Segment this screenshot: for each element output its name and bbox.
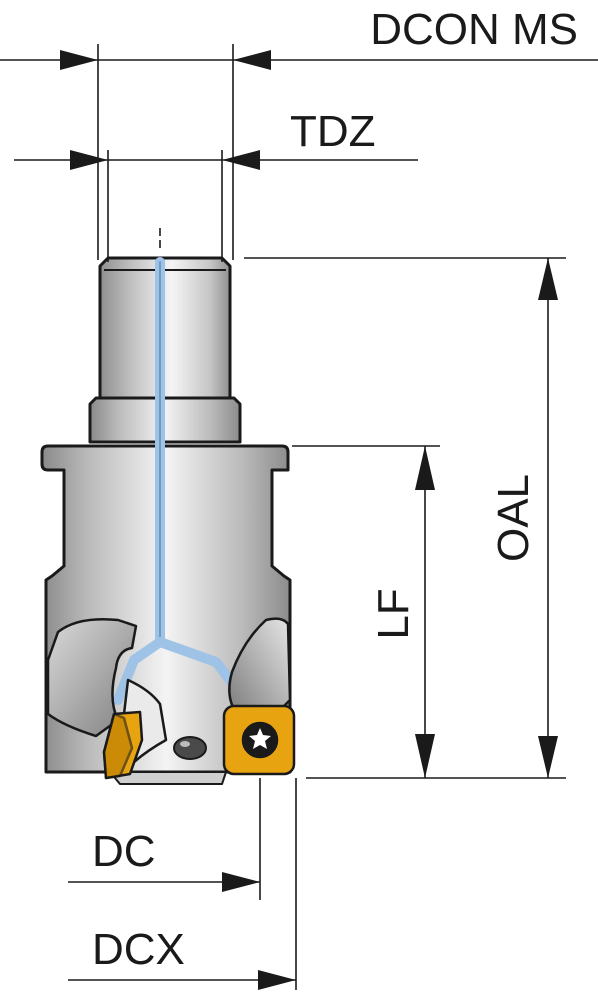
dcon-ms-arrow-right: [233, 50, 271, 70]
dcx-label: DCX: [92, 925, 185, 974]
left-insert: [102, 710, 144, 780]
oal-arrow-bottom: [538, 736, 558, 778]
left-chip-pocket: [46, 617, 168, 764]
tdz-arrow-left: [70, 150, 108, 170]
dimension-labels: DCON MS TDZ OAL LF DC DCX: [92, 5, 578, 974]
tdz-arrow-right: [222, 150, 260, 170]
dc-label: DC: [92, 827, 156, 876]
dcon-ms-label: DCON MS: [370, 5, 578, 54]
lf-arrow-bottom: [415, 734, 435, 778]
lf-label: LF: [369, 588, 418, 639]
coolant-outlet: [173, 736, 207, 760]
oal-arrow-top: [538, 258, 558, 300]
dc-arrow: [222, 872, 260, 892]
dimension-lines: [0, 44, 598, 990]
right-insert: [222, 704, 296, 776]
dcon-ms-arrow-left: [60, 50, 98, 70]
tdz-label: TDZ: [290, 107, 376, 156]
dcx-arrow: [258, 970, 296, 990]
oal-label: OAL: [489, 474, 538, 562]
lf-arrow-top: [415, 446, 435, 490]
cutter-bottom-face: [109, 771, 227, 785]
